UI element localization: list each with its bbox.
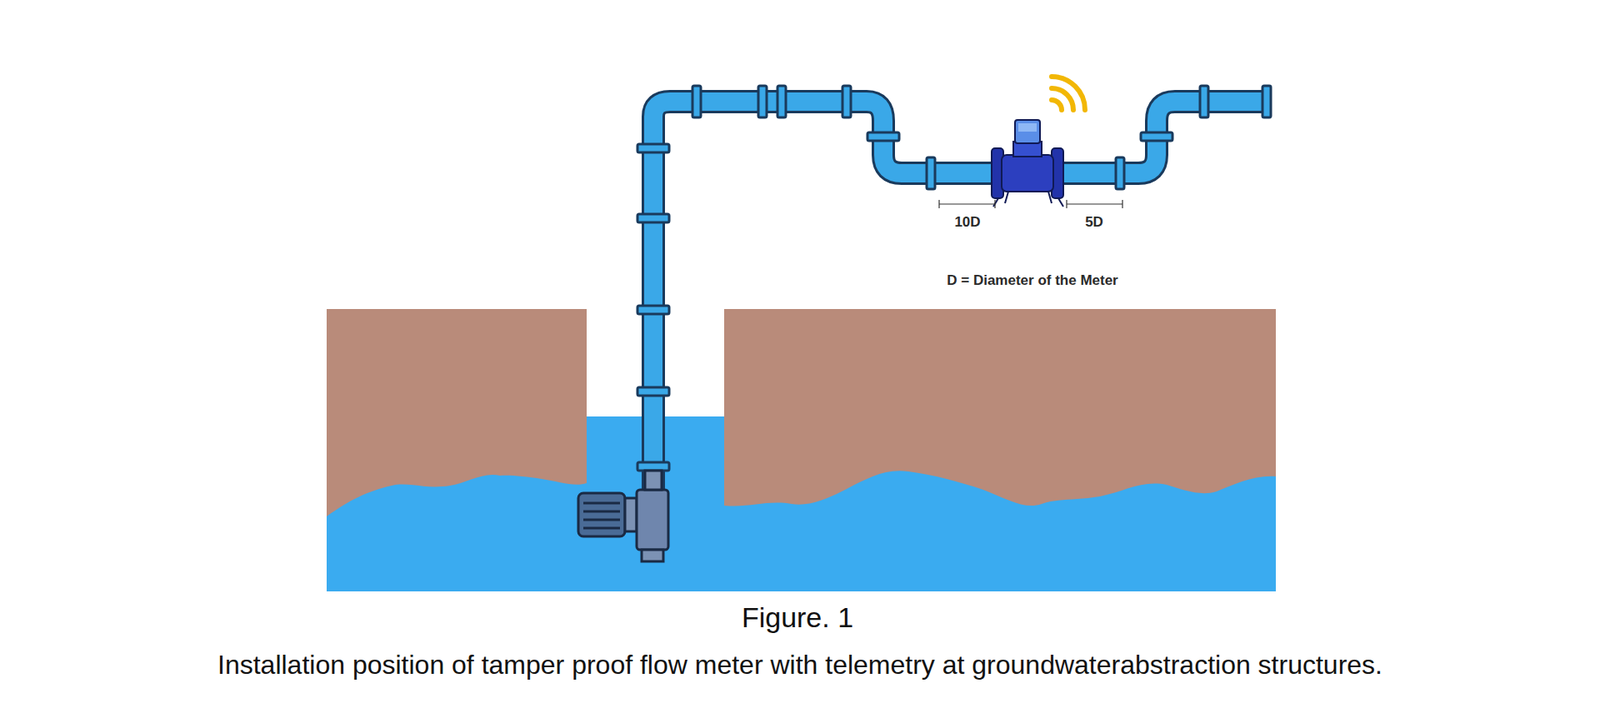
figure-number: Figure. 1 bbox=[741, 601, 854, 635]
dimension-label: 5D bbox=[1085, 214, 1104, 231]
pipe-flange bbox=[1140, 132, 1173, 141]
soil-block bbox=[326, 309, 587, 517]
soil-block bbox=[724, 309, 1276, 507]
pipe-flange bbox=[842, 85, 851, 118]
pipe-flange bbox=[777, 85, 786, 118]
pipe-flange bbox=[637, 387, 670, 396]
telemetry-signal bbox=[1051, 76, 1085, 110]
pipe-flange bbox=[867, 132, 900, 141]
pipe bbox=[653, 101, 1271, 534]
figure-caption: Installation position of tamper proof fl… bbox=[217, 650, 1383, 681]
pipe-flanges bbox=[637, 85, 1271, 471]
pipe-flange bbox=[637, 214, 670, 223]
dimension-label: 10D bbox=[954, 214, 980, 231]
pipe-flange bbox=[637, 144, 670, 153]
pipe-flange bbox=[1200, 85, 1209, 118]
flow-meter bbox=[991, 120, 1064, 207]
submersible-pump bbox=[578, 470, 669, 562]
pipe-flange bbox=[692, 85, 701, 118]
legend-note: D = Diameter of the Meter bbox=[946, 272, 1118, 290]
pipe-flange bbox=[1262, 85, 1271, 118]
pipe-outline bbox=[653, 101, 1271, 534]
pipe-flange bbox=[1115, 157, 1125, 190]
pipe-flange bbox=[637, 305, 670, 315]
pipe-flange bbox=[758, 85, 767, 118]
dimension-lines bbox=[939, 200, 1123, 209]
pipe-flange bbox=[926, 157, 935, 190]
